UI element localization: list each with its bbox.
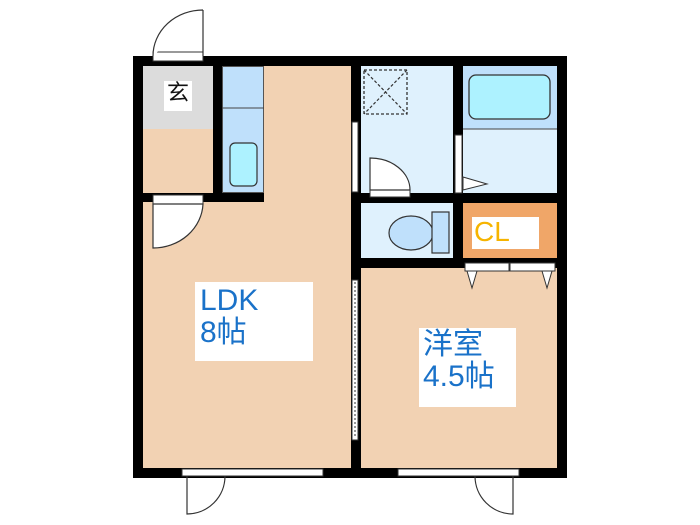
closet-label: CL [472, 216, 539, 249]
wall-genkan-kitchen [213, 66, 222, 200]
ldk-room [264, 66, 351, 200]
wall-top [133, 56, 567, 66]
wall-toilet-western [351, 258, 567, 268]
ldk-label: LDK 8帖 [195, 282, 313, 361]
western-room-label: 洋室 4.5帖 [419, 328, 516, 407]
wall-bottom [133, 468, 567, 478]
wall-left [133, 56, 143, 478]
ldk-size: 8帖 [200, 316, 247, 350]
western-room-size: 4.5帖 [423, 360, 495, 394]
wall-wash-toilet [351, 193, 567, 203]
entry-hall-floor [143, 129, 213, 194]
genkan-label: 玄 [164, 81, 192, 111]
ldk-name: LDK [200, 284, 259, 317]
western-room-name: 洋室 [423, 328, 483, 361]
